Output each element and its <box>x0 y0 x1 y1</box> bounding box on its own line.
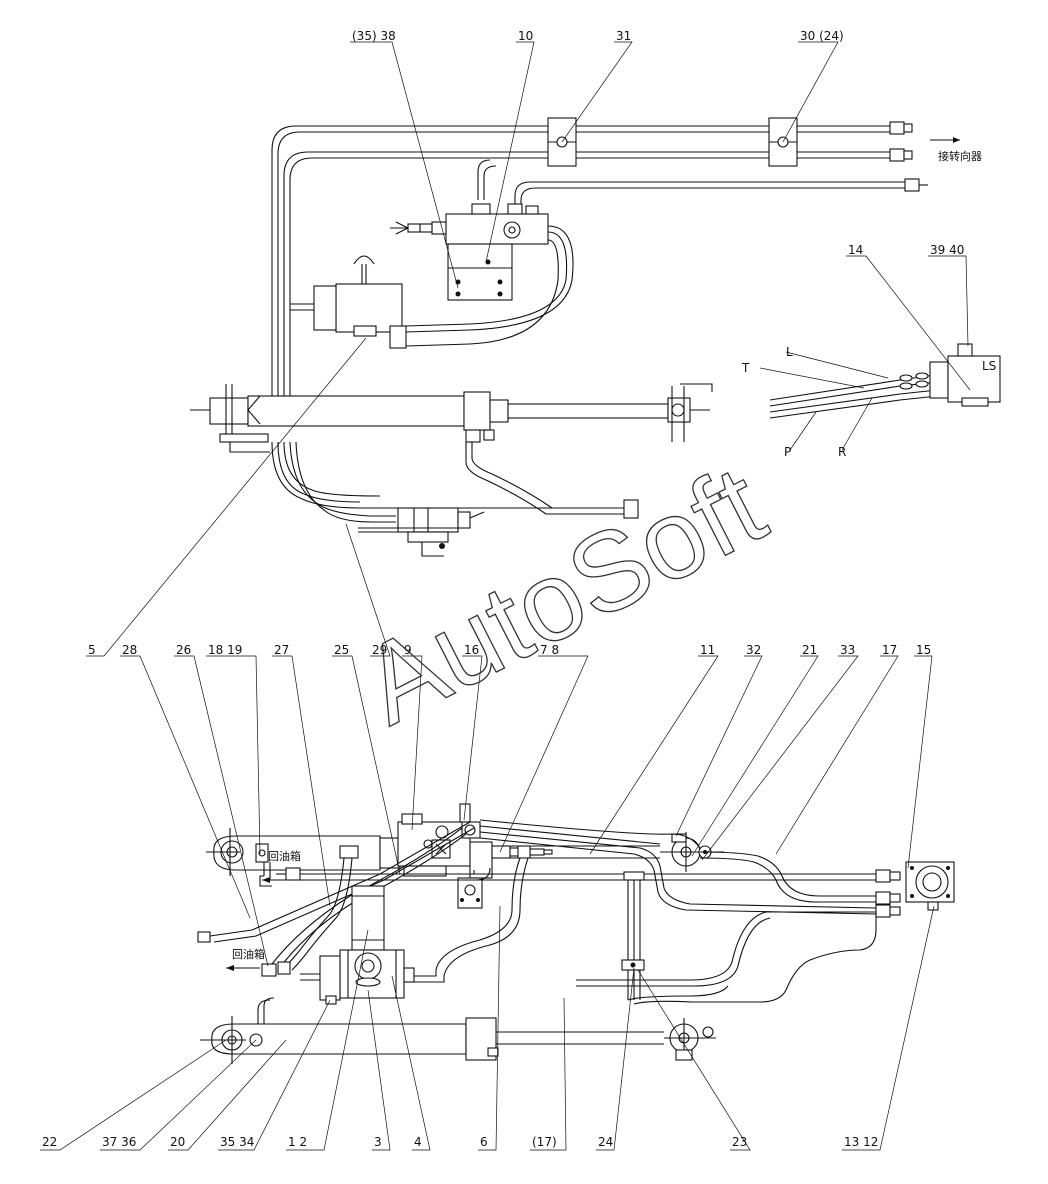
top-steering-cylinder <box>190 383 713 443</box>
port-label-l: L <box>786 345 793 359</box>
top-pipes <box>271 117 960 420</box>
callout-7-8: 7 8 <box>540 643 559 657</box>
bottom-upper-cylinder <box>206 828 724 887</box>
callout-26: 26 <box>176 643 191 657</box>
note-return-tank-2: 回油箱 <box>232 947 265 961</box>
note-to-steering-gear: 接转向器 <box>938 149 982 163</box>
callout-13-12: 13 12 <box>844 1135 878 1149</box>
watermark-text: AutoSoft <box>343 442 783 748</box>
callout-30-24: 30 (24) <box>800 29 844 43</box>
callout-10: 10 <box>518 29 533 43</box>
valve-block-10 <box>390 203 574 347</box>
callout-25: 25 <box>334 643 349 657</box>
pump-assembly <box>300 885 415 1005</box>
callout-37-36: 37 36 <box>102 1135 136 1149</box>
note-return-tank-1: 回油箱 <box>268 849 301 863</box>
callout-11: 11 <box>700 643 715 657</box>
callout-5: 5 <box>88 643 96 657</box>
port-label-r: R <box>838 445 846 459</box>
callout-24: 24 <box>598 1135 613 1149</box>
callout-6: 6 <box>480 1135 488 1149</box>
callout-1-2: 1 2 <box>288 1135 307 1149</box>
callout-18-19: 18 19 <box>208 643 242 657</box>
callout-20: 20 <box>170 1135 185 1149</box>
callout-3: 3 <box>374 1135 382 1149</box>
port-detail-view <box>769 343 1001 419</box>
callout-9: 9 <box>404 643 412 657</box>
port-label-t: T <box>741 361 750 375</box>
callout-31: 31 <box>616 29 631 43</box>
port-label-ls: LS <box>982 359 996 373</box>
callout-15: 15 <box>916 643 931 657</box>
leader-lines <box>40 41 971 1151</box>
callout-16: 16 <box>464 643 479 657</box>
callout-35-34: 35 34 <box>220 1135 254 1149</box>
callout-39-40: 39 40 <box>930 243 964 257</box>
callout-33: 33 <box>840 643 855 657</box>
port-label-p: P <box>784 445 791 459</box>
callout-29: 29 <box>372 643 387 657</box>
callout-27: 27 <box>274 643 289 657</box>
callout-4: 4 <box>414 1135 422 1149</box>
top-lower-pipes <box>229 441 639 557</box>
callout-17: 17 <box>882 643 897 657</box>
watermark: AutoSoft <box>343 441 784 749</box>
bottom-pipes <box>197 819 955 1005</box>
callout-35-38: (35) 38 <box>352 29 396 43</box>
steering-motor-assembly <box>290 255 407 349</box>
callout-17-paren: (17) <box>532 1135 557 1149</box>
callout-14: 14 <box>848 243 863 257</box>
callout-22: 22 <box>42 1135 57 1149</box>
callout-32: 32 <box>746 643 761 657</box>
bottom-lower-cylinder <box>200 997 716 1064</box>
callout-23: 23 <box>732 1135 747 1149</box>
callout-21: 21 <box>802 643 817 657</box>
callout-28: 28 <box>122 643 137 657</box>
